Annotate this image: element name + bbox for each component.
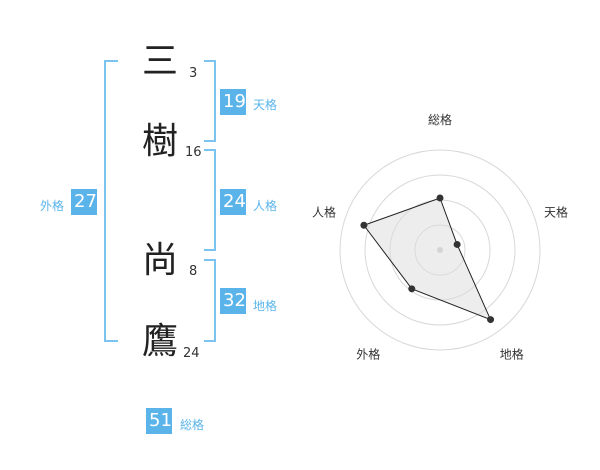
tenkaku-label: 天格 (253, 98, 278, 112)
chikaku-bracket (204, 259, 216, 342)
gaikaku-value: 27 (71, 189, 97, 215)
jinkaku-bracket (204, 149, 216, 251)
name-char-4: 鷹 (141, 321, 178, 362)
chikaku-value: 32 (220, 288, 246, 314)
name-char-3: 尚 (141, 240, 178, 281)
jinkaku-label: 人格 (253, 199, 278, 213)
radar-point (487, 316, 495, 324)
tenkaku-bracket (204, 60, 216, 142)
name-char-1: 三 (141, 41, 178, 82)
radar-ring (339, 149, 541, 351)
radar-point (360, 221, 368, 229)
radar-points (360, 194, 495, 324)
chikaku-label: 地格 (253, 299, 278, 313)
stroke-count-3: 8 (189, 264, 198, 279)
radar-axis-label: 総格 (428, 112, 452, 127)
stroke-count-4: 24 (183, 346, 200, 361)
radar-point (436, 194, 444, 202)
radar-axis-label: 人格 (312, 204, 336, 219)
radar-axis-label: 外格 (356, 347, 380, 362)
gaikaku-bracket (104, 60, 118, 342)
radar-axis-label: 地格 (500, 347, 524, 362)
radar-point (453, 240, 461, 248)
gaikaku-label: 外格 (40, 199, 65, 213)
radar-area (363, 197, 492, 321)
jinkaku-value: 24 (220, 189, 246, 215)
name-char-2: 樹 (141, 121, 178, 162)
radar-point (408, 285, 416, 293)
stroke-count-1: 3 (189, 66, 198, 81)
soukaku-value: 51 (146, 408, 172, 434)
radar-ring (364, 174, 516, 326)
radar-axis-label: 天格 (544, 204, 568, 219)
soukaku-label: 総格 (180, 418, 205, 432)
stroke-count-2: 16 (185, 145, 202, 160)
tenkaku-value: 19 (220, 89, 246, 115)
